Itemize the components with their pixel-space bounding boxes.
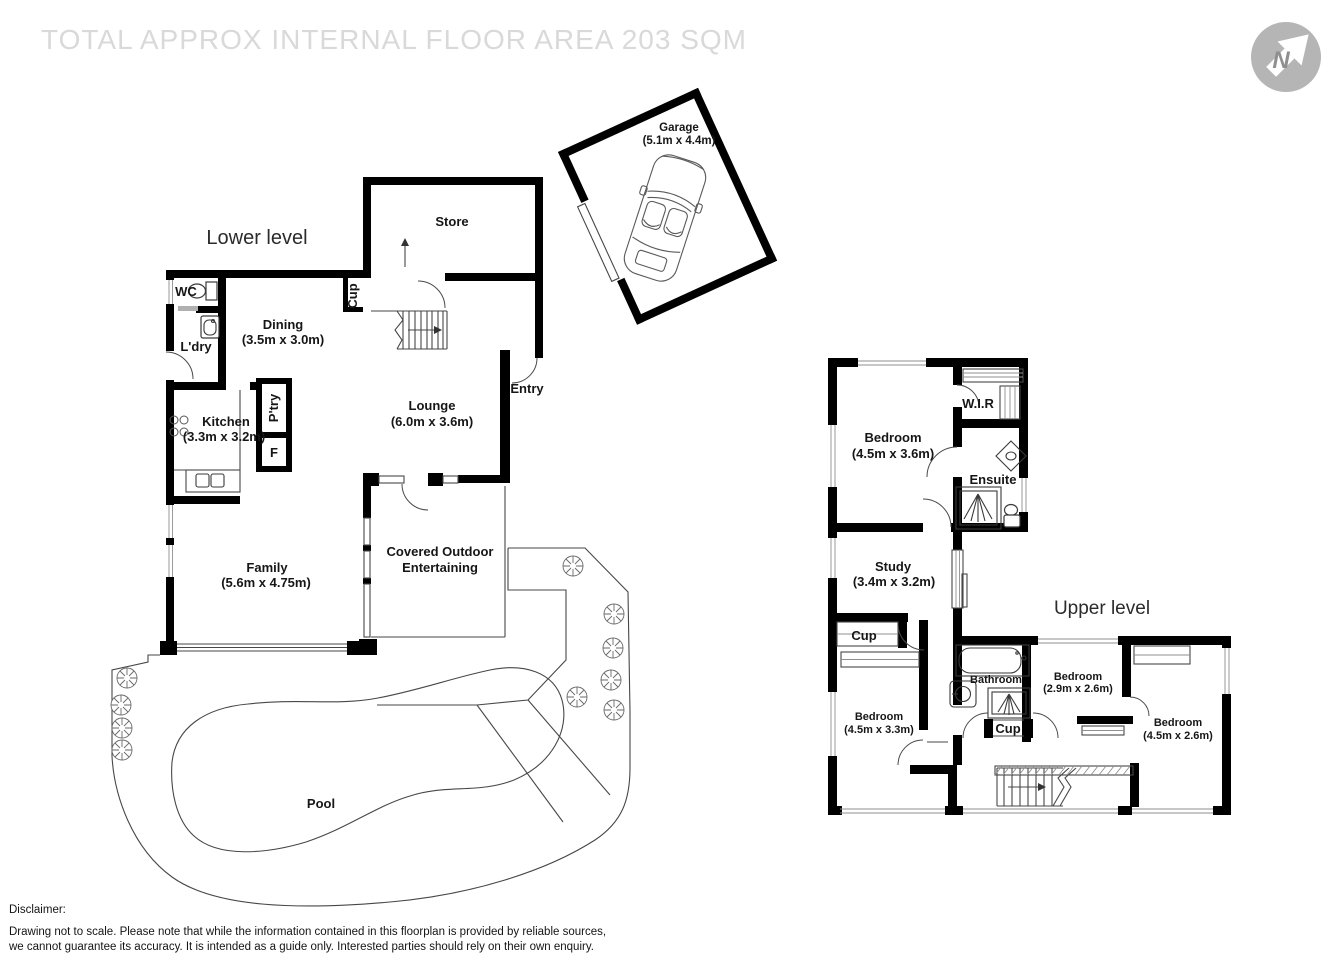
room-label-pantry: P'try xyxy=(266,393,281,422)
room-label-fridge: F xyxy=(270,445,278,460)
room-dims-dining: (3.5m x 3.0m) xyxy=(242,332,324,347)
room-dims-lounge: (6.0m x 3.6m) xyxy=(391,414,473,429)
room-label-cup2: Cup xyxy=(995,721,1020,736)
room-dims-study: (3.4m x 3.2m) xyxy=(853,574,935,589)
room-label-family: Family xyxy=(246,560,288,575)
room-dims-bedroom1: (4.5m x 3.6m) xyxy=(852,446,934,461)
room-dims-bedroom3: (2.9m x 2.6m) xyxy=(1043,683,1113,695)
room-label-cup-lower: Cup xyxy=(345,283,360,308)
toilet-icon xyxy=(187,281,218,301)
room-label-study: Study xyxy=(875,559,912,574)
garage-door xyxy=(576,202,620,283)
room-label-wc: WC xyxy=(175,284,197,299)
room-label-pool: Pool xyxy=(307,796,335,811)
lower-windows xyxy=(164,280,538,652)
outdoor-boundaries xyxy=(111,486,631,907)
laundry-sink-icon xyxy=(200,315,220,339)
garden-trees xyxy=(110,555,625,761)
kitchen-sink-icon xyxy=(185,469,241,493)
room-dims-bedroom4: (4.5m x 2.6m) xyxy=(1143,730,1213,742)
upper-robes xyxy=(836,368,1191,736)
bathroom-fixtures xyxy=(949,644,1033,738)
laundry-bench xyxy=(178,306,198,311)
room-label-cup1: Cup xyxy=(851,628,876,643)
lower-fixtures xyxy=(169,281,241,493)
disclaimer-line-2: we cannot guarantee its accuracy. It is … xyxy=(9,940,594,953)
room-label-bedroom4: Bedroom xyxy=(1154,717,1203,729)
room-dims-bedroom2: (4.5m x 3.3m) xyxy=(844,724,914,736)
garage-walls xyxy=(558,87,778,325)
room-label-bedroom3: Bedroom xyxy=(1054,671,1103,683)
room-label-garage: Garage xyxy=(659,122,699,134)
pantry-cell xyxy=(262,384,286,432)
room-label-ensuite: Ensuite xyxy=(970,472,1017,487)
north-arrow-logo: N xyxy=(1251,22,1321,92)
lower-level-heading: Lower level xyxy=(206,227,307,249)
fridge-cell xyxy=(262,438,286,466)
room-label-bathroom: Bathroom xyxy=(970,674,1022,686)
north-letter: N xyxy=(1272,47,1290,74)
room-label-outdoor-1: Covered Outdoor xyxy=(387,544,494,559)
upper-level-heading: Upper level xyxy=(1054,598,1150,619)
upper-windows xyxy=(827,357,1232,814)
room-label-lounge: Lounge xyxy=(409,398,456,413)
ensuite-fixtures xyxy=(955,440,1027,530)
room-label-wir: W.I.R xyxy=(962,396,994,411)
disclaimer: Disclaimer: Drawing not to scale. Please… xyxy=(9,903,606,955)
car-icon xyxy=(623,154,707,282)
room-label-bedroom1: Bedroom xyxy=(864,430,921,445)
stove-icon xyxy=(169,415,189,437)
pool-outline xyxy=(171,667,565,853)
room-label-dining: Dining xyxy=(263,317,303,332)
disclaimer-heading: Disclaimer: xyxy=(9,904,66,916)
page-title: TOTAL APPROX INTERNAL FLOOR AREA 203 SQM xyxy=(41,24,747,55)
room-dims-family: (5.6m x 4.75m) xyxy=(221,575,311,590)
lower-level-plan: Lower level xyxy=(110,177,631,907)
lower-stairs xyxy=(371,238,448,350)
room-label-laundry: L'dry xyxy=(180,339,212,354)
room-dims-garage: (5.1m x 4.4m) xyxy=(643,135,716,147)
north-arrow-icon xyxy=(1266,34,1309,77)
room-label-kitchen: Kitchen xyxy=(202,414,250,429)
upper-stairs xyxy=(994,765,1134,807)
disclaimer-line-1: Drawing not to scale. Please note that w… xyxy=(9,925,607,938)
room-dims-kitchen: (3.3m x 3.2m) xyxy=(183,429,265,444)
room-label-store: Store xyxy=(435,214,468,229)
room-label-bedroom2: Bedroom xyxy=(855,711,904,723)
room-label-outdoor-2: Entertaining xyxy=(402,560,478,575)
upper-level-plan: Upper level xyxy=(827,357,1232,815)
garage-plan: Garage (5.1m x 4.4m) xyxy=(558,87,778,325)
room-label-entry: Entry xyxy=(510,381,544,396)
